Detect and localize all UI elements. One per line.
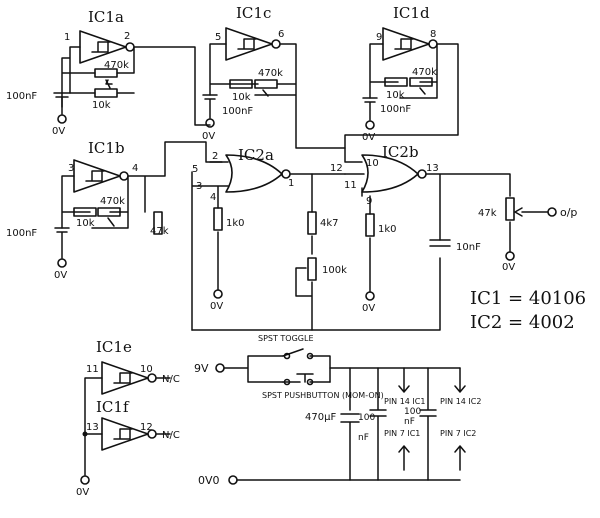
pushbutton-label: SPST PUSHBUTTON (MOM-ON): [262, 391, 384, 400]
capacitor-label: nF: [404, 417, 415, 427]
pin-note: PIN 7 IC1: [384, 429, 420, 438]
power-supply-section: [215, 348, 466, 485]
ic2b-nor-gate: [344, 154, 511, 301]
pin-label: 1: [288, 178, 294, 189]
ic1e-label: IC1e: [96, 338, 132, 356]
pin-label: 2: [124, 31, 130, 42]
ground-label: 0V: [502, 262, 515, 273]
pin-note: PIN 7 IC2: [440, 429, 476, 438]
ic1f-label: IC1f: [96, 398, 130, 416]
ic1a-oscillator: [53, 30, 211, 126]
ground-label: 0V: [76, 487, 89, 498]
pin-label: 5: [215, 32, 221, 43]
resistor-label: 1k0: [226, 218, 245, 229]
resistor-label: 10k: [232, 92, 251, 103]
ic1e-unused: [84, 361, 171, 476]
pin-label: 12: [330, 163, 343, 174]
nc-label: N/C: [162, 430, 180, 441]
capacitor-label: 470µF: [305, 412, 336, 423]
resistor-label: 10k: [386, 90, 405, 101]
capacitor-label: 100: [358, 413, 375, 423]
toggle-switch-label: SPST TOGGLE: [258, 334, 314, 343]
pin-label: 3: [196, 181, 202, 192]
ic1d-oscillator: [344, 27, 459, 163]
pin-label: 10: [140, 364, 153, 375]
capacitor-label: 100: [404, 407, 421, 417]
pin-label: 10: [366, 158, 379, 169]
capacitor-label: 10nF: [456, 242, 481, 253]
ground-label: 0V: [362, 132, 375, 143]
ground-label: 0V: [54, 270, 67, 281]
capacitor-label: 100nF: [6, 91, 37, 102]
supply-label: 9V: [194, 362, 209, 375]
pin-label: 6: [278, 29, 284, 40]
capacitor-label: 100nF: [6, 228, 37, 239]
ic2a-label: IC2a: [238, 146, 274, 164]
pin-label: 1: [64, 32, 70, 43]
resistor-label: 10k: [76, 218, 95, 229]
resistor-label: 10k: [92, 100, 111, 111]
labels: IC1a IC1c IC1d IC1b IC2a IC2b IC1e IC1f …: [6, 4, 586, 498]
pin-label: 8: [430, 29, 436, 40]
ic1b-label: IC1b: [88, 139, 125, 157]
ic1c-oscillator: [202, 27, 346, 149]
resistor-label: 1k0: [378, 224, 397, 235]
ground-label: 0V: [362, 303, 375, 314]
pin-label: 3: [68, 163, 74, 174]
ground-rail-label: 0V0: [198, 474, 220, 487]
capacitor-label: 100nF: [380, 104, 411, 115]
ic1c-label: IC1c: [236, 4, 271, 22]
ic1b-oscillator: [54, 141, 223, 268]
resistor-label: 4k7: [320, 218, 339, 229]
pin-label: 11: [344, 180, 357, 191]
pin-note: PIN 14 IC1: [384, 397, 425, 406]
ground-label: 0V: [202, 131, 215, 142]
ic2a-nor-gate: [191, 154, 441, 331]
resistor-label: 470k: [104, 60, 129, 71]
pin-label: 9: [376, 32, 382, 43]
output-potentiometer: [505, 197, 557, 261]
ground-label: 0V: [210, 301, 223, 312]
ic1d-label: IC1d: [393, 4, 430, 22]
resistor-label: 470k: [412, 67, 437, 78]
ic1a-label: IC1a: [88, 8, 124, 26]
pin-label: 9: [366, 196, 372, 207]
resistor-label: 47k: [150, 226, 169, 237]
pin-label: 13: [86, 422, 99, 433]
pin-label: 2: [212, 151, 218, 162]
ic1f-unused: [80, 417, 171, 485]
ground-label: 0V: [52, 126, 65, 137]
pin-label: 12: [140, 422, 153, 433]
pot-label: 47k: [478, 208, 497, 219]
capacitor-label: 100nF: [222, 106, 253, 117]
pin-label: 11: [86, 364, 99, 375]
resistor-label: 470k: [100, 196, 125, 207]
pin-label: 4: [210, 192, 216, 203]
legend-ic1: IC1 = 40106: [470, 288, 586, 309]
ic2b-label: IC2b: [382, 143, 419, 161]
pot-label: 100k: [322, 265, 347, 276]
pin-label: 4: [132, 163, 138, 174]
pin-note: PIN 14 IC2: [440, 397, 481, 406]
resistor-label: 470k: [258, 68, 283, 79]
output-label: o/p: [560, 206, 577, 219]
legend-ic2: IC2 = 4002: [470, 312, 575, 333]
pin-label: 5: [192, 164, 198, 175]
nc-label: N/C: [162, 374, 180, 385]
capacitor-label: nF: [358, 433, 369, 443]
pin-label: 13: [426, 163, 439, 174]
